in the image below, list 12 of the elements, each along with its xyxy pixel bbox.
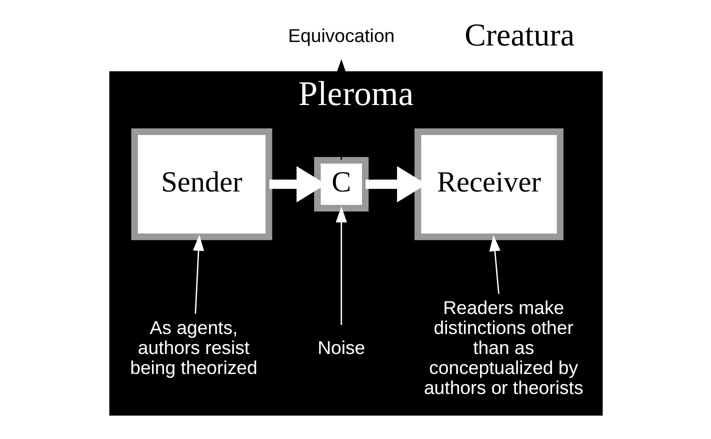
node-text: As agents, authors resist being theorized xyxy=(130,317,257,378)
node-text: Readers make distinctions other than as conceptualized by authors or theorists xyxy=(423,297,583,398)
arrow xyxy=(488,235,500,294)
node-box: Sender xyxy=(130,128,272,240)
label: Creatura xyxy=(464,18,574,53)
node-text: Equivocation xyxy=(288,25,394,46)
node-box: Receiver xyxy=(414,128,563,240)
node-box: C xyxy=(314,157,368,212)
arrow xyxy=(335,59,346,160)
node-text: Noise xyxy=(317,337,365,358)
arrow xyxy=(335,206,346,325)
arrow xyxy=(192,234,204,314)
